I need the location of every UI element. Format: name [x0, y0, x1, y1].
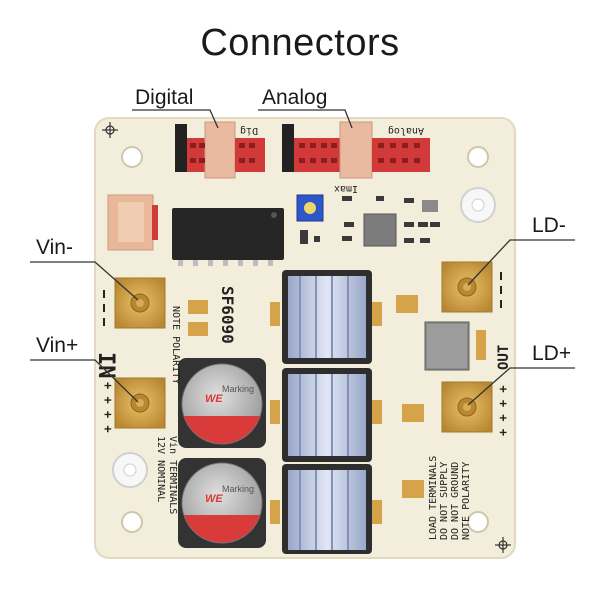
leader-vin-plus: [30, 359, 139, 403]
capacitor-2: WE Marking: [178, 458, 266, 548]
silk-load-1: LOAD TERMINALS: [428, 456, 439, 540]
cap1-we: WE: [205, 393, 223, 405]
silk-dig: Dig: [240, 125, 258, 136]
mount-hole-tr: [467, 146, 489, 168]
label-analog: Analog: [262, 86, 328, 109]
cap2-marking: Marking: [222, 484, 254, 494]
label-ld-plus: LD+: [532, 342, 572, 365]
label-ld-minus: LD-: [532, 214, 566, 237]
label-digital: Digital: [135, 86, 194, 109]
silk-load-3: DO NOT GROUND: [450, 462, 461, 540]
capacitor-1: WE Marking: [178, 358, 266, 448]
silk-vin-terminals-2: 12V NOMINAL: [155, 436, 166, 502]
inductor-3: [282, 464, 372, 554]
analog-connector: Analog: [282, 121, 430, 179]
silk-in: IN: [93, 352, 118, 379]
leader-ld-plus: [467, 367, 575, 406]
silk-model: SF6090: [218, 286, 237, 344]
mount-hole-br: [467, 511, 489, 533]
callout-lines: [30, 109, 575, 406]
digital-connector: Dig: [175, 121, 265, 179]
ld-minus-terminal: [441, 261, 493, 313]
silk-plus-right: + + + +: [496, 385, 510, 436]
silk-load-2: DO NOT SUPPLY: [439, 462, 450, 540]
mount-hole-tl: [121, 146, 143, 168]
page-title: Connectors: [200, 22, 400, 64]
silk-note-polarity-left: NOTE POLARITY: [170, 306, 181, 384]
inductor-2: [282, 368, 372, 462]
vin-plus-terminal: [114, 377, 166, 429]
leader-digital: [132, 109, 219, 129]
silk-load-4: NOTE POLARITY: [461, 462, 472, 540]
label-vin-minus: Vin-: [36, 236, 73, 259]
power-input-connector: [107, 194, 158, 251]
silk-vin-terminals-1: Vin TERMINALS: [167, 436, 178, 514]
silk-out: OUT: [496, 345, 512, 370]
leader-analog: [258, 109, 353, 129]
label-vin-plus: Vin+: [36, 334, 79, 357]
fiducial-tl: [102, 122, 118, 138]
cap2-we: WE: [205, 493, 223, 505]
main-ic: [172, 208, 284, 260]
silk-plus-left: + + + +: [101, 382, 115, 433]
fiducial-br: [495, 537, 511, 553]
mount-hole-bl: [121, 511, 143, 533]
silk-imax: Imax: [334, 183, 358, 194]
controller-ic: [363, 213, 397, 247]
leader-ld-minus: [467, 239, 575, 286]
silk-analog: Analog: [388, 125, 424, 136]
inductor-1: [282, 270, 372, 364]
ld-plus-terminal: [441, 381, 493, 433]
leader-vin-minus: [30, 261, 139, 301]
cap1-marking: Marking: [222, 384, 254, 394]
